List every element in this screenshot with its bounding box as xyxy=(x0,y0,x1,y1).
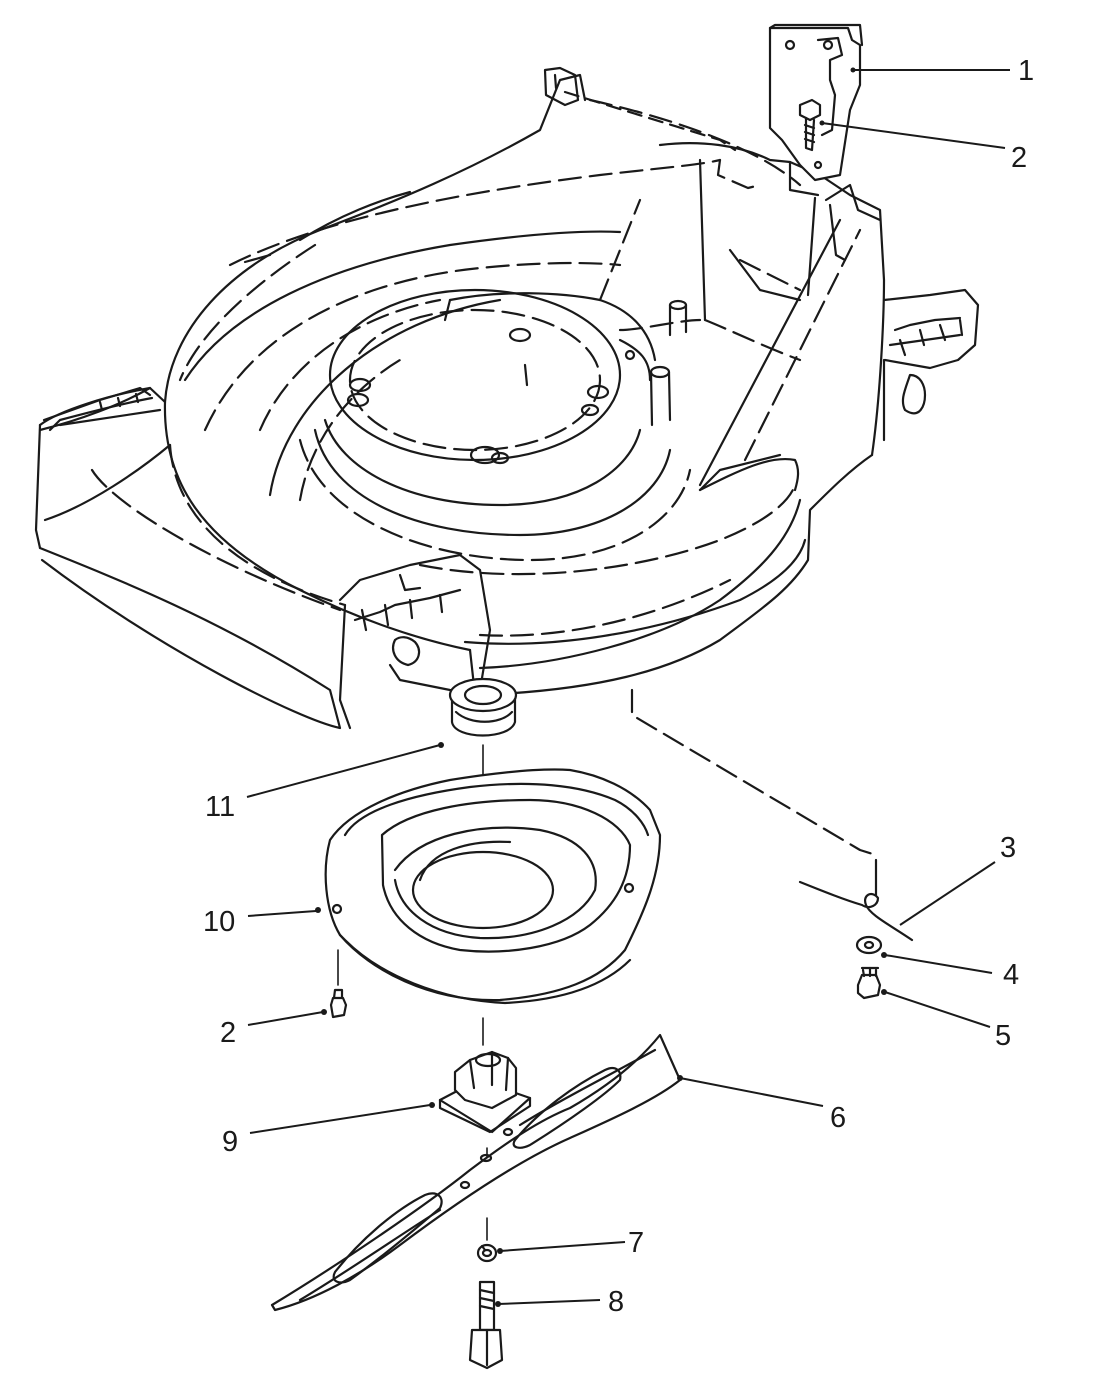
rear-wheel-bracket-right xyxy=(882,288,980,442)
blade-adapter-part-9 xyxy=(438,1050,532,1134)
bearing-part-11 xyxy=(448,677,518,737)
callout-7: 7 xyxy=(628,1227,644,1259)
post-right xyxy=(649,365,672,427)
deflector-rod-part-3 xyxy=(798,858,914,942)
callout-5: 5 xyxy=(995,1020,1011,1052)
mount-hole-2 xyxy=(508,327,532,343)
callout-9: 9 xyxy=(222,1126,238,1158)
post-left xyxy=(668,299,688,337)
bolt-part-2-top xyxy=(798,98,822,152)
baffle-plate-part-10 xyxy=(324,768,662,1005)
mount-hole-1 xyxy=(346,377,372,408)
mount-hole-3 xyxy=(580,384,610,417)
mower-deck-housing xyxy=(34,66,980,857)
callout-11: 11 xyxy=(205,791,235,823)
nut-part-5 xyxy=(856,966,882,1000)
lock-washer-part-7 xyxy=(476,1243,498,1263)
callout-6: 6 xyxy=(830,1102,846,1134)
callout-4: 4 xyxy=(1003,959,1019,991)
handle-grip-left xyxy=(42,386,162,427)
mount-hole-4 xyxy=(469,445,510,465)
leader-lines xyxy=(246,67,1010,1307)
bolt-part-2-bottom xyxy=(329,988,348,1019)
callout-2-top: 2 xyxy=(1011,142,1027,174)
callout-10: 10 xyxy=(203,906,235,938)
callout-2-bottom: 2 xyxy=(220,1017,236,1049)
washer-part-4 xyxy=(855,935,883,955)
callout-labels: 1 2 3 4 5 6 7 8 9 10 11 2 xyxy=(203,55,1034,1318)
callout-3: 3 xyxy=(1000,832,1016,864)
callout-8: 8 xyxy=(608,1286,624,1318)
callout-1: 1 xyxy=(1018,55,1034,87)
blade-bolt-part-8 xyxy=(468,1280,504,1370)
